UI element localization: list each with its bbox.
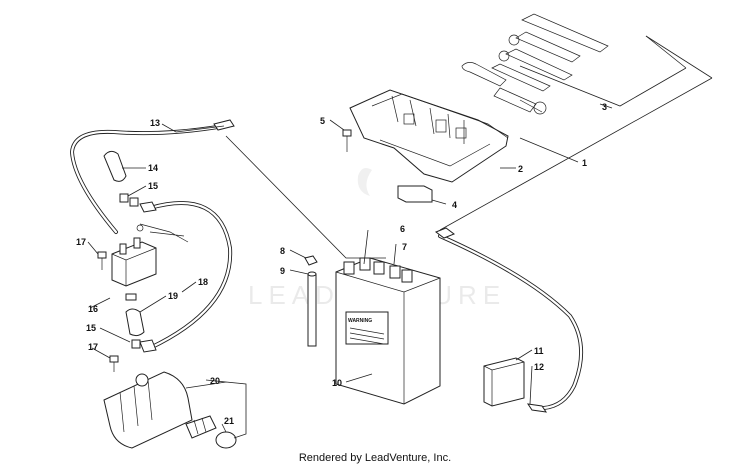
battery-warning-label: WARNING xyxy=(348,318,372,324)
callout-17b: 17 xyxy=(88,342,98,352)
callout-5: 5 xyxy=(320,116,325,126)
callout-4: 4 xyxy=(452,200,457,210)
negative-cable[interactable] xyxy=(434,227,584,413)
callout-15a: 15 xyxy=(148,181,158,191)
callout-20: 20 xyxy=(210,376,220,386)
terminal-boot[interactable] xyxy=(103,150,127,182)
tool-kit[interactable] xyxy=(461,13,609,115)
callout-16: 16 xyxy=(88,304,98,314)
relay-bolt[interactable] xyxy=(97,251,107,270)
callout-14: 14 xyxy=(148,163,158,173)
starter-bolt[interactable] xyxy=(109,355,119,372)
callout-21: 21 xyxy=(224,416,234,426)
callout-17a: 17 xyxy=(76,237,86,247)
cable-boot[interactable] xyxy=(125,308,145,337)
footer-credit: Rendered by LeadVenture, Inc. xyxy=(298,452,452,464)
callout-13: 13 xyxy=(150,118,160,128)
callout-11: 11 xyxy=(534,346,544,356)
nut-15b[interactable] xyxy=(131,339,141,349)
callout-10: 10 xyxy=(332,378,342,388)
tray-pad[interactable] xyxy=(397,185,433,203)
vent-clip[interactable] xyxy=(304,255,318,266)
callout-numbers: 1 2 3 4 5 6 7 8 9 10 11 12 13 14 15 15 1… xyxy=(76,102,607,426)
starter-cable[interactable] xyxy=(69,119,235,234)
battery-tray[interactable] xyxy=(349,89,509,183)
vent-hose[interactable] xyxy=(307,271,317,347)
battery[interactable]: WARNING xyxy=(335,257,441,405)
callout-15b: 15 xyxy=(86,323,96,333)
callout-8: 8 xyxy=(280,246,285,256)
callout-2: 2 xyxy=(518,164,523,174)
callout-3: 3 xyxy=(602,102,607,112)
starter-relay[interactable] xyxy=(111,223,189,301)
callout-18: 18 xyxy=(198,277,208,287)
callout-9: 9 xyxy=(280,266,285,276)
callout-6: 6 xyxy=(400,224,405,234)
tray-bolt[interactable] xyxy=(342,129,352,152)
nut-15a[interactable] xyxy=(119,193,139,207)
foam-pad[interactable] xyxy=(483,357,525,407)
callout-19: 19 xyxy=(168,291,178,301)
starter-motor[interactable] xyxy=(103,371,217,449)
callout-7: 7 xyxy=(402,242,407,252)
callout-1: 1 xyxy=(582,158,587,168)
o-ring[interactable] xyxy=(215,431,237,449)
callout-12: 12 xyxy=(534,362,544,372)
relay-to-starter-cable[interactable] xyxy=(139,201,233,353)
